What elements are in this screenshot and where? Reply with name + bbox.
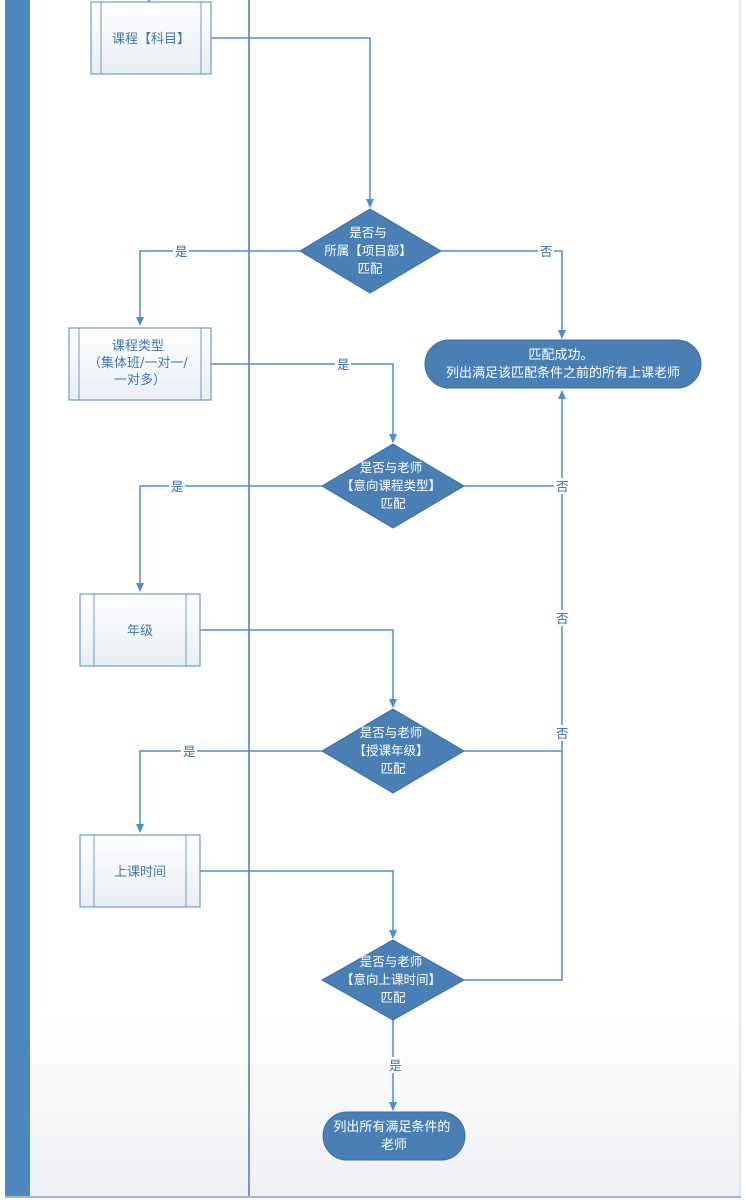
decision-project-dept-line-1: 是否与 xyxy=(349,225,387,240)
terminal-final-line-2: 老师 xyxy=(381,1138,407,1153)
decision-class-time-line-1: 是否与老师 xyxy=(360,954,423,969)
decision-class-time-line-2: 【意向上课时间】 xyxy=(341,972,441,987)
process-class-time-line-1: 上课时间 xyxy=(114,865,166,880)
connector-subject-to-d1 xyxy=(211,37,374,208)
terminal-match-success: 匹配成功。 列出满足该匹配条件之前的所有上课老师 xyxy=(424,339,702,389)
svg-text:是否与老师 【意向课程类型】 匹配: 是否与老师 【意向课程类型】 匹配 xyxy=(341,460,445,511)
label-yes-d1: 是 xyxy=(175,244,188,259)
terminal-match-success-line-1: 匹配成功。 xyxy=(528,348,593,363)
decision-grade-line-2: 【授课年级】 xyxy=(354,743,429,758)
swimlane-header-bar xyxy=(5,0,30,1198)
terminal-final-line-1: 列出所有满足条件的 xyxy=(333,1119,450,1135)
connector-d4-no xyxy=(464,486,563,981)
process-subject: 课程【科目】 xyxy=(90,1,212,75)
decision-project-dept: 是否与 所属【项目部】 匹配 xyxy=(299,208,442,294)
svg-text:匹配成功。 列出满足该匹配条件之前的所有上课老师: 匹配成功。 列出满足该匹配条件之前的所有上课老师 xyxy=(446,348,680,381)
label-no-d1: 否 xyxy=(540,244,553,259)
label-yes-type: 是 xyxy=(337,357,350,372)
svg-text:是否与老师 【授课年级】 匹配: 是否与老师 【授课年级】 匹配 xyxy=(354,725,433,776)
connector-time-to-d4 xyxy=(200,870,397,939)
process-course-type-line-3: 一对多） xyxy=(114,372,166,388)
terminal-final: 列出所有满足条件的 老师 xyxy=(322,1111,466,1161)
label-yes-d4: 是 xyxy=(389,1058,402,1073)
label-no-d2: 否 xyxy=(556,479,569,494)
process-class-time: 上课时间 xyxy=(79,834,201,908)
svg-text:年级: 年级 xyxy=(127,624,153,639)
process-course-type: 课程类型 （集体班/一对一/ 一对多） xyxy=(68,327,212,401)
decision-course-type-line-2: 【意向课程类型】 xyxy=(341,478,441,493)
svg-text:是否与老师 【意向上课时间】 匹配: 是否与老师 【意向上课时间】 匹配 xyxy=(341,954,445,1005)
process-grade: 年级 xyxy=(79,593,201,667)
decision-class-time-line-3: 匹配 xyxy=(380,990,406,1005)
label-no-d3: 否 xyxy=(556,726,569,741)
connector-d1-no xyxy=(441,250,566,339)
decision-course-type: 是否与老师 【意向课程类型】 匹配 xyxy=(321,443,465,529)
svg-text:上课时间: 上课时间 xyxy=(114,865,166,880)
decision-project-dept-line-3: 匹配 xyxy=(357,261,383,276)
connector-d3-yes xyxy=(136,750,322,833)
connector-d1-yes xyxy=(136,250,300,326)
decision-grade-line-3: 匹配 xyxy=(380,761,406,776)
process-course-type-line-2: （集体班/一对一/ xyxy=(88,355,188,371)
svg-text:是否与 所属【项目部】 匹配: 是否与 所属【项目部】 匹配 xyxy=(324,225,416,276)
decision-project-dept-line-2: 所属【项目部】 xyxy=(324,243,412,258)
label-no-riser: 否 xyxy=(556,611,569,626)
label-yes-d2: 是 xyxy=(171,479,184,494)
connector-type-to-d2 xyxy=(211,363,397,443)
connector-d2-yes xyxy=(136,485,322,592)
label-yes-d3: 是 xyxy=(183,744,196,759)
decision-class-time: 是否与老师 【意向上课时间】 匹配 xyxy=(320,939,466,1021)
decision-grade: 是否与老师 【授课年级】 匹配 xyxy=(321,708,465,794)
svg-text:课程【科目】: 课程【科目】 xyxy=(112,32,190,47)
decision-course-type-line-1: 是否与老师 xyxy=(360,460,423,475)
edge-labels: 是 否 是 是 否 否 是 否 是 xyxy=(169,243,570,1073)
process-subject-line-1: 课程【科目】 xyxy=(112,32,190,47)
process-course-type-line-1: 课程类型 xyxy=(112,339,164,354)
svg-text:课程类型 （集体班/一对一/ 一对多: 课程类型 （集体班/一对一/ 一对多） xyxy=(88,339,192,388)
terminal-match-success-line-2: 列出满足该匹配条件之前的所有上课老师 xyxy=(446,365,680,381)
svg-text:列出所有满足条件的 老师: 列出所有满足条件的 老师 xyxy=(333,1119,454,1153)
process-grade-line-1: 年级 xyxy=(127,624,153,639)
decision-grade-line-1: 是否与老师 xyxy=(360,725,423,740)
connector-grade-to-d3 xyxy=(200,629,397,708)
decision-course-type-line-3: 匹配 xyxy=(380,496,406,511)
